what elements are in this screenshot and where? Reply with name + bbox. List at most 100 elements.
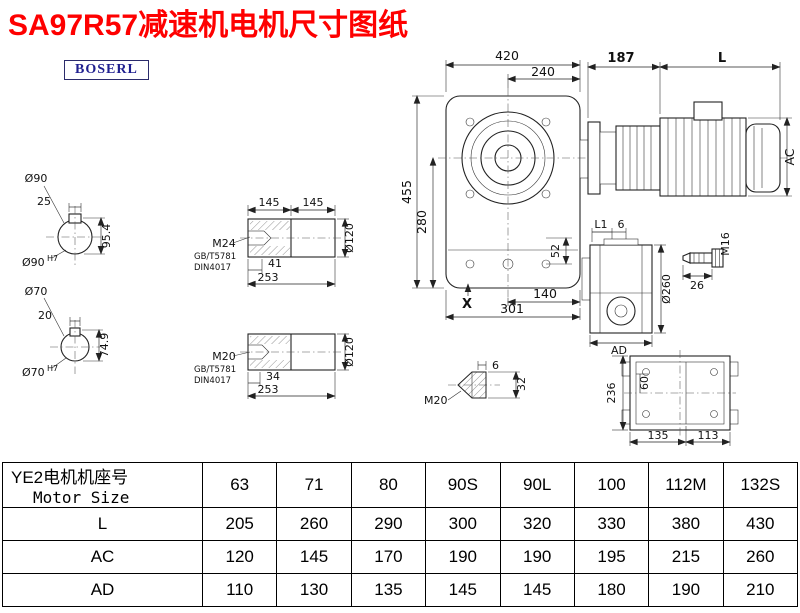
size-header-cell: 80 (350, 462, 427, 508)
value-cell: 170 (350, 540, 427, 574)
row-label-cell: AC (2, 540, 203, 574)
size-header-cell: 63 (201, 462, 278, 508)
label-standard-din: DIN4017 (194, 376, 231, 386)
dim-L: L (718, 51, 726, 66)
gearbox-side-view: L1 6 Ø260 AD (581, 218, 673, 357)
dim-dia-120-top: Ø120 (343, 223, 356, 253)
size-header-cell: 90L (499, 462, 575, 508)
motor-body (659, 117, 747, 197)
motor-side-view: 187 L AC (587, 51, 797, 197)
shaft-section-90-view: Ø90 25 95.4 Ø90 H7 (22, 172, 113, 269)
label-standard-gb: GB/T5781 (194, 365, 236, 375)
dim-L1: L1 (594, 218, 607, 231)
value-cell: 320 (499, 507, 575, 541)
dim-6-plug: 6 (492, 359, 499, 372)
table-header-label-cell: YE2电机机座号 Motor Size (2, 462, 203, 508)
label-thread-m20: M20 (212, 350, 236, 363)
dim-52: 52 (549, 244, 562, 258)
value-cell: 260 (722, 540, 799, 574)
page-title: SA97R57减速机电机尺寸图纸 (8, 9, 409, 42)
dim-bore-90h7: Ø90 (22, 256, 45, 269)
value-cell: 190 (425, 540, 501, 574)
dim-dia-260: Ø260 (660, 274, 673, 304)
value-cell: 430 (722, 507, 799, 541)
dim-420: 420 (495, 48, 519, 63)
gearbox-front-view: 420 240 455 280 52 140 301 X (399, 48, 792, 321)
bolt-head (711, 248, 724, 268)
row-label-cell: L (2, 507, 203, 541)
dim-145-a: 145 (259, 196, 280, 209)
value-cell: 135 (350, 573, 427, 607)
header-label-zh: YE2电机机座号 (11, 468, 129, 487)
dim-253-top: 253 (258, 271, 279, 284)
hollow-shaft-bottom-view: Ø120 M20 GB/T5781 DIN4017 34 253 (194, 333, 356, 400)
row-label-cell: AD (2, 573, 203, 607)
dim-140: 140 (533, 286, 557, 301)
value-cell: 195 (573, 540, 650, 574)
value-cell: 300 (425, 507, 501, 541)
header-label-en: Motor Size (33, 488, 130, 507)
hollow-shaft-top-view: 145 145 Ø120 M24 GB/T5781 DIN4017 41 253 (194, 196, 356, 288)
dim-187: 187 (607, 51, 634, 66)
value-cell: 130 (276, 573, 352, 607)
label-standard-gb: GB/T5781 (194, 252, 236, 262)
terminal-box (693, 101, 723, 121)
value-cell: 145 (425, 573, 501, 607)
value-cell: 205 (201, 507, 278, 541)
dim-AD: AD (611, 344, 627, 357)
label-thread-m24: M24 (212, 237, 236, 250)
dim-key-height-749: 74.9 (98, 333, 111, 358)
input-bore (606, 296, 636, 326)
dim-32: 32 (515, 377, 528, 391)
motor-flange (587, 121, 601, 195)
dim-236: 236 (605, 383, 618, 404)
dim-key-width-25: 25 (37, 195, 51, 208)
dim-60: 60 (638, 376, 651, 390)
value-cell: 190 (499, 540, 575, 574)
value-cell: 110 (201, 573, 278, 607)
dim-280: 280 (414, 210, 429, 234)
value-cell: 260 (276, 507, 352, 541)
dim-AC: AC (782, 148, 797, 165)
dim-bore-70h7: Ø70 (22, 366, 45, 379)
dim-253-bottom: 253 (258, 383, 279, 396)
dim-240: 240 (531, 64, 555, 79)
dim-6-side: 6 (618, 218, 625, 231)
dim-113: 113 (698, 429, 719, 442)
value-cell: 120 (201, 540, 278, 574)
dim-bore-90-tolerance: H7 (47, 254, 58, 263)
fan-cover (745, 123, 781, 193)
bolt-shank (689, 252, 713, 264)
label-x-mark: X (462, 297, 472, 312)
value-cell: 145 (276, 540, 352, 574)
dim-135: 135 (648, 429, 669, 442)
size-header-cell: 112M (648, 462, 724, 508)
value-cell: 290 (350, 507, 427, 541)
dim-dia-70: Ø70 (25, 285, 48, 298)
label-thread-m16: M16 (719, 232, 732, 256)
dim-301: 301 (500, 301, 524, 316)
dim-dia-120-bottom: Ø120 (343, 337, 356, 367)
bolt-detail: M16 26 (682, 232, 732, 292)
boserl-logo: BOSERL (64, 60, 149, 80)
value-cell: 180 (573, 573, 650, 607)
dim-key-height-954: 95.4 (100, 224, 113, 249)
value-cell: 215 (648, 540, 724, 574)
dim-26: 26 (690, 279, 704, 292)
size-header-cell: 71 (276, 462, 352, 508)
dim-bore-70-tolerance: H7 (47, 364, 58, 373)
shaft-section-70-view: Ø70 20 74.9 Ø70 H7 (22, 285, 111, 379)
label-standard-din: DIN4017 (194, 263, 231, 273)
dim-41: 41 (268, 257, 282, 270)
size-header-cell: 90S (425, 462, 501, 508)
dim-145-b: 145 (303, 196, 324, 209)
mounting-bottom-view: 236 60 135 113 (605, 350, 739, 446)
value-cell: 210 (722, 573, 799, 607)
size-header-cell: 100 (573, 462, 650, 508)
